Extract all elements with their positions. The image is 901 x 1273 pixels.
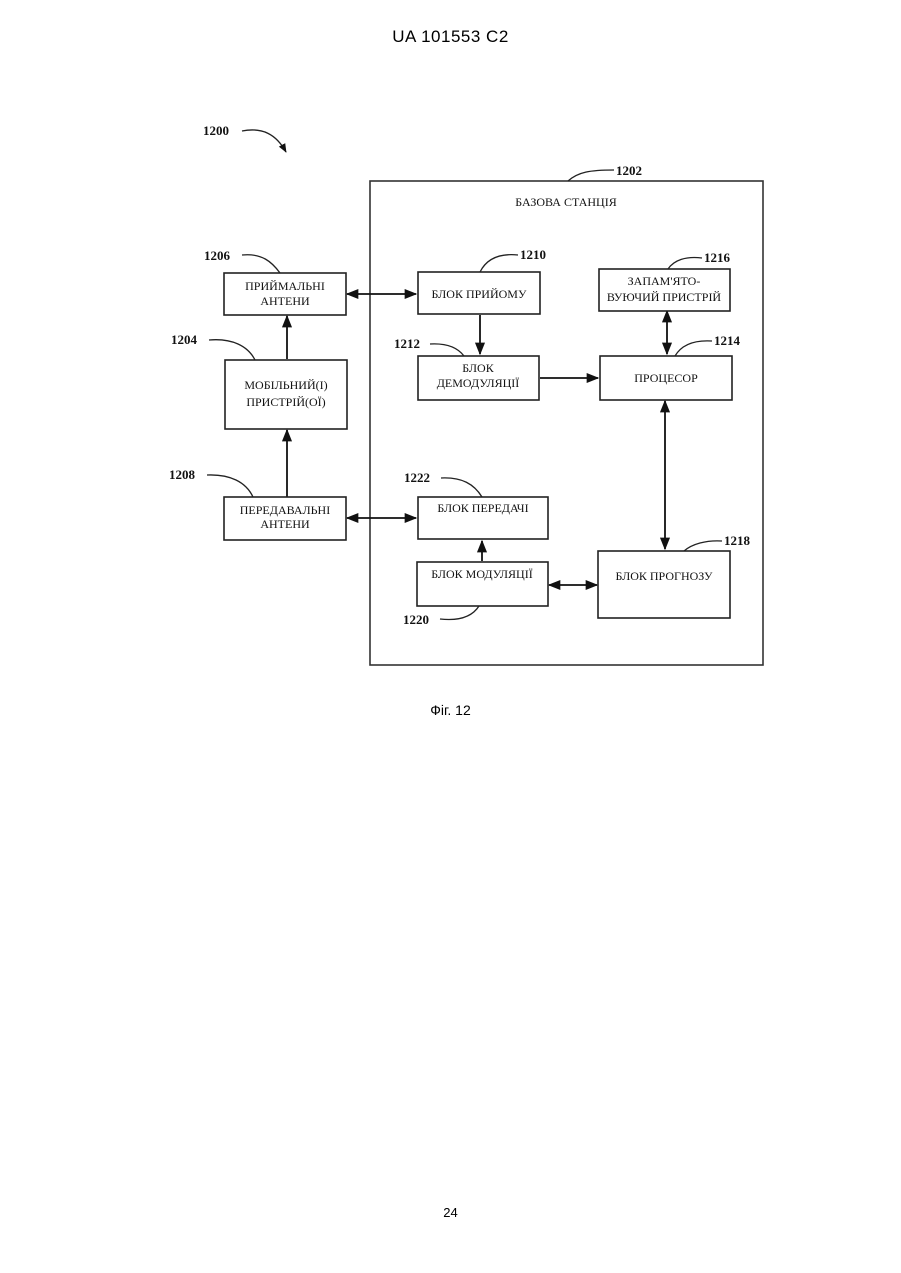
memory-line1: ЗАПАМ'ЯТО- (628, 274, 701, 288)
tx-antennas-line1: ПЕРЕДАВАЛЬНІ (240, 503, 330, 517)
tx-antennas-line2: АНТЕНИ (260, 517, 310, 531)
ref-1208-leader (207, 475, 253, 497)
predictor-line1: БЛОК ПРОГНОЗУ (615, 569, 713, 583)
transmitter-line1: БЛОК ПЕРЕДАЧІ (437, 501, 528, 515)
demodulator-line1: БЛОК (462, 361, 494, 375)
ref-1208: 1208 (169, 467, 196, 482)
mobile-devices-line1: МОБІЛЬНИЙ(І) (244, 378, 327, 392)
ref-1220-leader (440, 606, 479, 619)
ref-1214: 1214 (714, 333, 741, 348)
receiver-line1: БЛОК ПРИЙОМУ (432, 287, 527, 301)
predictor-block (598, 551, 730, 618)
ref-1204: 1204 (171, 332, 198, 347)
page-number: 24 (0, 1205, 901, 1220)
ref-1210-leader (480, 255, 518, 272)
ref-1220: 1220 (403, 612, 429, 627)
figure-caption: Фіг. 12 (0, 702, 901, 718)
ref-1212-leader (430, 344, 464, 356)
ref-1200: 1200 (203, 123, 229, 138)
ref-1218: 1218 (724, 533, 751, 548)
ref-1200-arrow (242, 130, 286, 152)
modulator-line1: БЛОК МОДУЛЯЦІЇ (431, 567, 532, 581)
ref-1202: 1202 (616, 163, 642, 178)
ref-1202-leader (568, 170, 614, 181)
ref-1222-leader (441, 478, 482, 497)
ref-1204-leader (209, 340, 255, 360)
ref-1206: 1206 (204, 248, 231, 263)
demodulator-line2: ДЕМОДУЛЯЦІЇ (437, 376, 520, 390)
processor-line1: ПРОЦЕСОР (634, 371, 698, 385)
ref-1216: 1216 (704, 250, 731, 265)
rx-antennas-line2: АНТЕНИ (260, 294, 310, 308)
mobile-devices-line2: ПРИСТРІЙ(ОЇ) (246, 395, 325, 409)
ref-1206-leader (242, 255, 280, 273)
ref-1216-leader (668, 257, 702, 269)
base-station-label: БАЗОВА СТАНЦІЯ (515, 195, 616, 209)
ref-1210: 1210 (520, 247, 546, 262)
ref-1212: 1212 (394, 336, 420, 351)
ref-1222: 1222 (404, 470, 430, 485)
ref-1214-leader (675, 341, 712, 356)
memory-line2: ВУЮЧИЙ ПРИСТРІЙ (607, 290, 722, 304)
rx-antennas-line1: ПРИЙМАЛЬНІ (245, 279, 325, 293)
ref-1218-leader (684, 541, 722, 551)
